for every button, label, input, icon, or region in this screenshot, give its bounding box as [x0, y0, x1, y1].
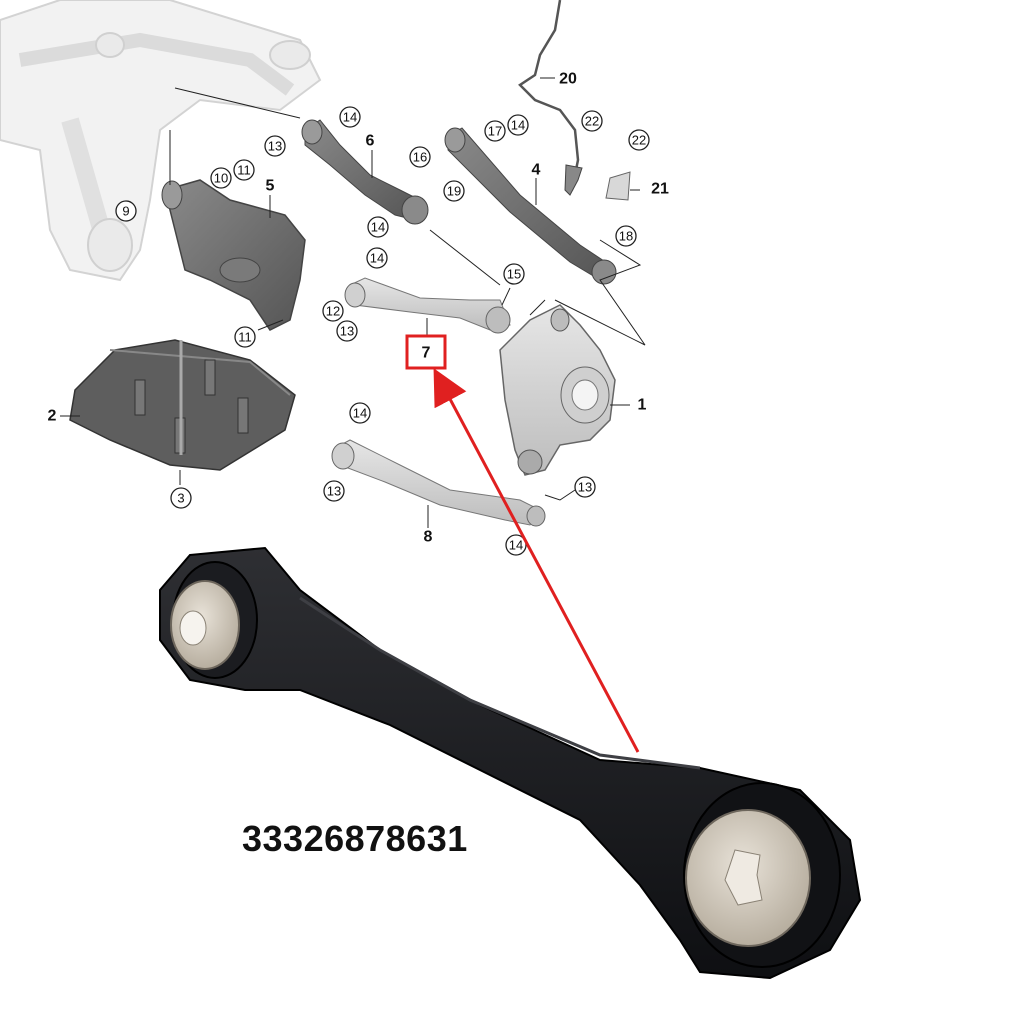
- svg-text:15: 15: [507, 267, 521, 282]
- wheel-speed-sensor: [518, 0, 583, 196]
- svg-text:14: 14: [343, 110, 357, 125]
- callout-11-bottom: 11: [234, 326, 256, 348]
- svg-text:9: 9: [122, 204, 129, 219]
- callout-3: 3: [170, 487, 192, 509]
- part-number-labels: 1 2 4 5 6 8 20 21: [48, 71, 669, 546]
- toe-link: [444, 127, 617, 285]
- svg-text:11: 11: [237, 163, 251, 178]
- callout-10: 10: [210, 167, 232, 189]
- label-1: 1: [638, 397, 647, 414]
- callout-14-f: 14: [505, 534, 527, 556]
- svg-text:17: 17: [488, 124, 502, 139]
- callout-9: 9: [115, 200, 137, 222]
- label-8: 8: [424, 529, 433, 546]
- label-21: 21: [651, 181, 669, 198]
- callout-16: 16: [409, 146, 431, 168]
- callouts: 3 9 10 11 11 12 13 13 13 13 14 14 14 14 …: [115, 106, 650, 556]
- svg-text:14: 14: [509, 538, 523, 553]
- spring-control-arm: [161, 179, 306, 331]
- highlight-box-item-7: 7: [405, 334, 447, 370]
- svg-text:14: 14: [353, 406, 367, 421]
- svg-text:3: 3: [177, 491, 184, 506]
- svg-text:13: 13: [268, 139, 282, 154]
- callout-17: 17: [484, 120, 506, 142]
- leader-lines: [60, 77, 646, 528]
- label-7: 7: [422, 345, 431, 362]
- svg-text:16: 16: [413, 150, 427, 165]
- svg-text:13: 13: [340, 324, 354, 339]
- callout-13-a: 13: [264, 135, 286, 157]
- wheel-carrier: [499, 304, 616, 476]
- svg-text:14: 14: [371, 220, 385, 235]
- label-4: 4: [532, 162, 541, 179]
- svg-text:10: 10: [214, 171, 228, 186]
- rear-subframe: [0, 0, 322, 282]
- label-2: 2: [48, 408, 57, 425]
- cable-clip: [605, 171, 631, 201]
- underbody-panel: [69, 339, 296, 471]
- callout-13-c: 13: [323, 480, 345, 502]
- callout-22-b: 22: [628, 129, 650, 151]
- control-arm-item-7: [344, 277, 511, 334]
- upper-control-arm: [301, 119, 429, 225]
- part-number-text: 33326878631: [242, 818, 468, 859]
- callout-13-b: 13: [336, 320, 358, 342]
- lower-control-arm: [331, 439, 546, 527]
- callout-19: 19: [443, 180, 465, 202]
- callout-14-e: 14: [507, 114, 529, 136]
- callout-15: 15: [503, 263, 525, 285]
- svg-text:18: 18: [619, 229, 633, 244]
- red-arrow: [433, 368, 640, 753]
- callout-14-d: 14: [349, 402, 371, 424]
- svg-text:22: 22: [585, 114, 599, 129]
- callout-18: 18: [615, 225, 637, 247]
- svg-text:13: 13: [327, 484, 341, 499]
- callout-12: 12: [322, 300, 344, 322]
- callout-14-c: 14: [366, 247, 388, 269]
- label-5: 5: [266, 178, 275, 195]
- callout-14-a: 14: [339, 106, 361, 128]
- callout-14-b: 14: [367, 216, 389, 238]
- label-20: 20: [559, 71, 577, 88]
- callout-22-a: 22: [581, 110, 603, 132]
- callout-11-top: 11: [233, 159, 255, 181]
- svg-text:11: 11: [238, 330, 252, 345]
- svg-text:12: 12: [326, 304, 340, 319]
- svg-text:14: 14: [370, 251, 384, 266]
- svg-text:22: 22: [632, 133, 646, 148]
- svg-text:14: 14: [511, 118, 525, 133]
- svg-text:19: 19: [447, 184, 461, 199]
- callout-13-d: 13: [574, 476, 596, 498]
- control-arm-photo: [159, 546, 862, 980]
- label-6: 6: [366, 133, 375, 150]
- svg-text:13: 13: [578, 480, 592, 495]
